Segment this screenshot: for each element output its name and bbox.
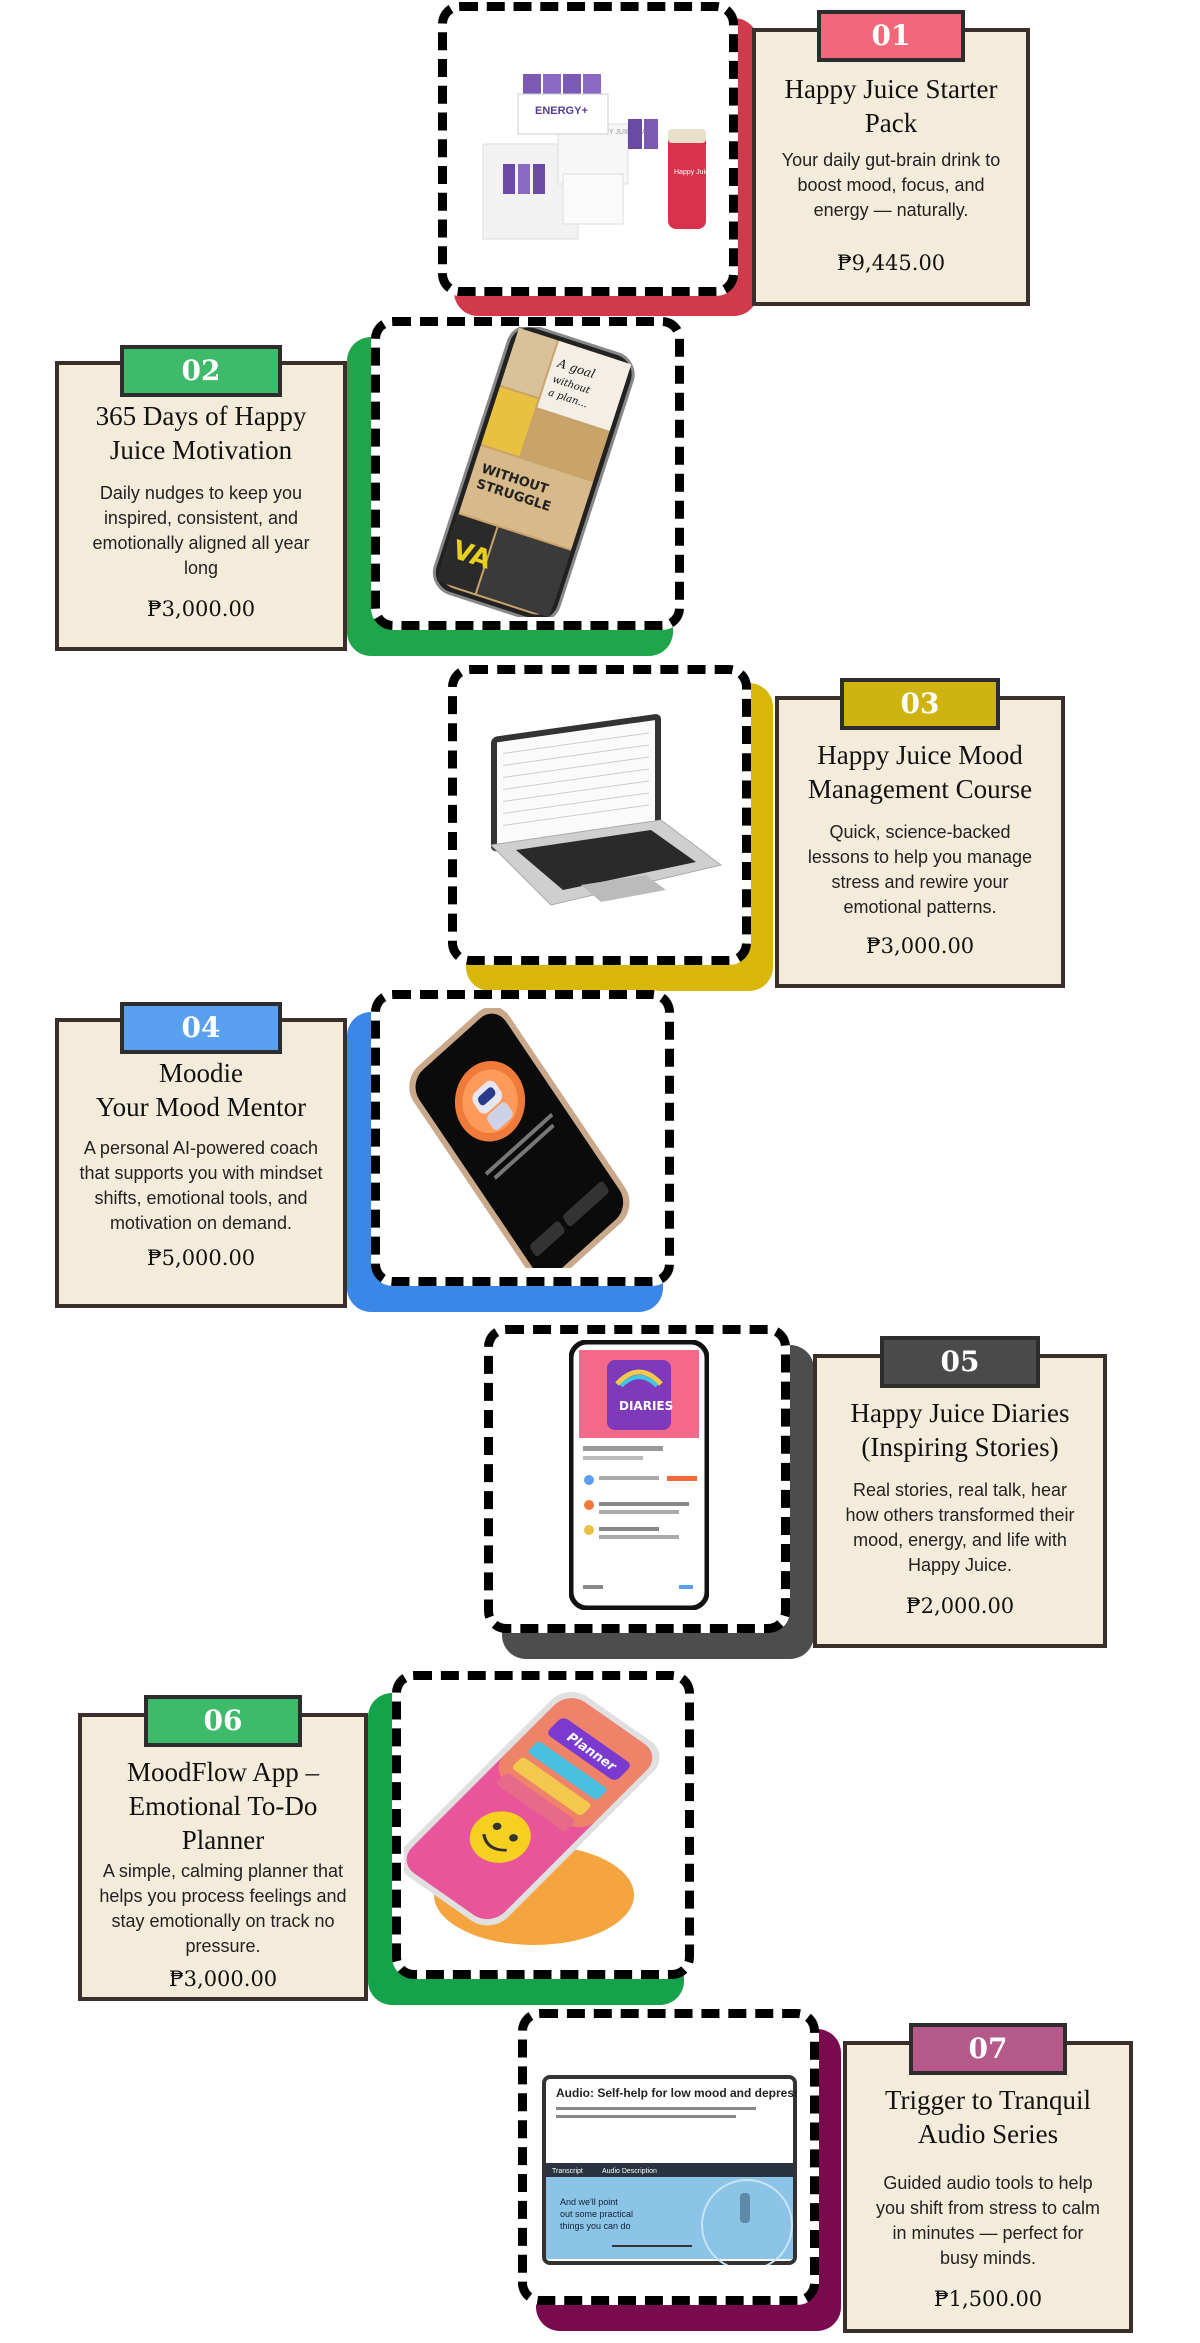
product-pack-photo: AMARE HAPPY JUICE PACK ENERGY+ Happy Jui… [482,74,713,240]
product-number-badge-03: 03 [840,678,1000,730]
product-price-07: ₱1,500.00 [933,2287,1043,2311]
product-card-05: 05 Happy Juice Diaries (Inspiring Storie… [813,1336,1107,1648]
svg-text:And we'll point: And we'll point [560,2197,618,2207]
product-title-07: Trigger to Tranquil Audio Series [884,2085,1092,2149]
product-number-badge-06: 06 [144,1695,302,1747]
product-price-01: ₱9,445.00 [836,251,946,275]
product-number-badge-02: 02 [120,345,282,397]
product-image-frame-04 [347,990,674,1312]
product-image-frame-05: DIARIES [484,1325,814,1659]
product-card-01: 01 Happy Juice Starter Pack Your daily g… [752,10,1030,306]
product-description-05: Real stories, real talk, hear how others… [845,1480,1075,1575]
product-description-04: A personal AI-powered coach that support… [79,1138,323,1233]
laptop-course [489,714,722,906]
product-price-04: ₱5,000.00 [146,1246,256,1270]
energy-label-text: ENERGY+ [535,105,588,117]
product-image-frame-06: Planner [368,1671,694,2005]
diaries-cover-text: DIARIES [619,1399,673,1413]
audio-player-screen: Audio: Self-help for low mood and depres… [542,2075,797,2265]
product-title-04: Moodie Your Mood Mentor [59,1056,343,1124]
product-card-06: 06 MoodFlow App – Emotional To-Do Planne… [78,1695,368,2001]
phone-robot-mentor [409,1008,630,1268]
product-price-05: ₱2,000.00 [905,1594,1015,1618]
product-description-02: Daily nudges to keep you inspired, consi… [92,483,310,578]
product-title-03: Happy Juice Mood Management Course [807,740,1033,804]
audio-description-tab-text: Audio Description [602,2168,657,2175]
svg-text:out some practical: out some practical [560,2209,633,2219]
product-description-01: Your daily gut-brain drink to boost mood… [781,150,1001,220]
product-card-02: 02 365 Days of Happy Juice Motivation Da… [55,345,347,651]
product-title-04-line-2: Your Mood Mentor [95,1092,307,1122]
product-card-07: 07 Trigger to Tranquil Audio Series Guid… [843,2023,1133,2333]
transcript-tab-text: Transcript [552,2168,583,2175]
product-title-01: Happy Juice Starter Pack [784,74,998,138]
product-image-frame-03 [448,665,773,991]
product-number-badge-07: 07 [909,2023,1067,2075]
product-title-04-line-1: Moodie [159,1058,243,1088]
product-title-06: MoodFlow App – Emotional To-Do Planner [126,1757,320,1855]
svg-text:things you can do: things you can do [560,2221,631,2231]
product-price-03: ₱3,000.00 [865,934,975,958]
pack-label-text: AMARE HAPPY JUICE PACK [563,129,656,136]
product-description-06: A simple, calming planner that helps you… [99,1861,347,1956]
phone-diaries-app: DIARIES [569,1340,709,1610]
product-title-05: Happy Juice Diaries (Inspiring Stories) [850,1398,1070,1462]
product-card-04: 04 Moodie Your Mood Mentor A personal AI… [55,1002,347,1308]
product-title-02: 365 Days of Happy Juice Motivation [95,401,307,465]
product-image-frame-02: A goal without a plan... WITHOUT STRUGGL… [347,317,684,656]
product-image-frame-07: Audio: Self-help for low mood and depres… [518,2009,841,2331]
product-description-03: Quick, science-backed lessons to help yo… [807,822,1033,917]
product-number-badge-01: 01 [817,10,965,62]
product-price-02: ₱3,000.00 [146,597,256,621]
audio-title-text: Audio: Self-help for low mood and depres… [556,2086,797,2100]
product-number-badge-04: 04 [120,1002,282,1054]
product-card-03: 03 Happy Juice Mood Management Course Qu… [775,678,1065,988]
product-description-07: Guided audio tools to help you shift fro… [875,2173,1101,2268]
phone-planner-app: Planner [404,1692,660,1945]
product-price-06: ₱3,000.00 [168,1967,278,1991]
jar-label-text: Happy Juice [674,169,713,176]
product-image-frame-01: AMARE HAPPY JUICE PACK ENERGY+ Happy Jui… [438,2,758,316]
phone-motivation-quotes: A goal without a plan... WITHOUT STRUGGL… [432,326,635,617]
product-number-badge-05: 05 [880,1336,1040,1388]
